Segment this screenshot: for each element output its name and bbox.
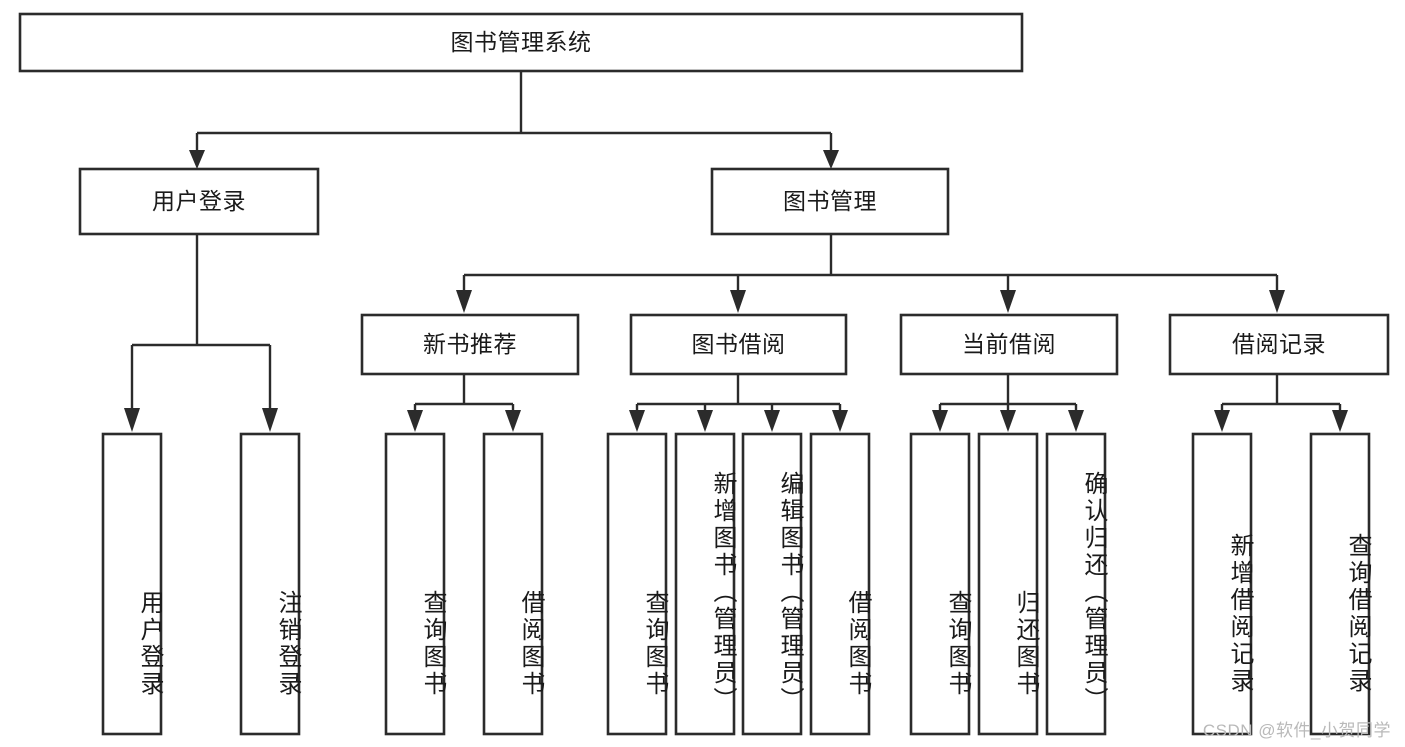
leaf-box-nb-borrow-book[interactable] bbox=[482, 432, 544, 736]
node-box-book-management[interactable] bbox=[710, 167, 950, 236]
node-box-book-borrow[interactable] bbox=[629, 313, 848, 376]
arrow-to-new-book-recommend bbox=[456, 290, 472, 313]
leaf-box-br-add-record[interactable] bbox=[1191, 432, 1253, 736]
leaf-box-cb-return-book[interactable] bbox=[977, 432, 1039, 736]
arrow-to-leaf-bb-borrow bbox=[832, 410, 848, 432]
node-box-current-borrow[interactable] bbox=[899, 313, 1119, 376]
arrow-to-leaf-bb-add bbox=[697, 410, 713, 432]
arrow-to-leaf-nb-query bbox=[407, 410, 423, 432]
leaf-box-nb-query-book[interactable] bbox=[384, 432, 446, 736]
leaf-box-user-login[interactable] bbox=[101, 432, 163, 736]
arrow-to-leaf-br-add bbox=[1214, 410, 1230, 432]
arrow-to-leaf-cb-return bbox=[1000, 410, 1016, 432]
arrow-to-leaf-user-login bbox=[124, 408, 140, 432]
node-box-borrow-record[interactable] bbox=[1168, 313, 1390, 376]
arrow-to-leaf-nb-borrow bbox=[505, 410, 521, 432]
arrow-to-leaf-cb-query bbox=[932, 410, 948, 432]
node-box-root[interactable] bbox=[18, 12, 1024, 73]
arrow-to-leaf-br-query bbox=[1332, 410, 1348, 432]
leaf-box-logout[interactable] bbox=[239, 432, 301, 736]
leaf-box-bb-query-book[interactable] bbox=[606, 432, 668, 736]
arrow-to-book-mgmt bbox=[823, 150, 839, 169]
leaf-box-bb-add-book[interactable] bbox=[674, 432, 736, 736]
arrow-to-current-borrow bbox=[1000, 290, 1016, 313]
leaf-box-br-query-record[interactable] bbox=[1309, 432, 1371, 736]
arrow-to-borrow-record bbox=[1269, 290, 1285, 313]
leaf-box-cb-query-book[interactable] bbox=[909, 432, 971, 736]
leaf-box-bb-borrow-book[interactable] bbox=[809, 432, 871, 736]
arrow-to-user-login bbox=[189, 150, 205, 169]
node-box-user-login[interactable] bbox=[78, 167, 320, 236]
arrow-to-leaf-bb-edit bbox=[764, 410, 780, 432]
arrow-to-leaf-bb-query bbox=[629, 410, 645, 432]
arrow-to-leaf-cb-confirm bbox=[1068, 410, 1084, 432]
arrow-to-book-borrow bbox=[730, 290, 746, 313]
leaf-box-cb-confirm-return[interactable] bbox=[1045, 432, 1107, 736]
arrow-to-leaf-logout bbox=[262, 408, 278, 432]
node-box-new-book-recommend[interactable] bbox=[360, 313, 580, 376]
leaf-box-bb-edit-book[interactable] bbox=[741, 432, 803, 736]
